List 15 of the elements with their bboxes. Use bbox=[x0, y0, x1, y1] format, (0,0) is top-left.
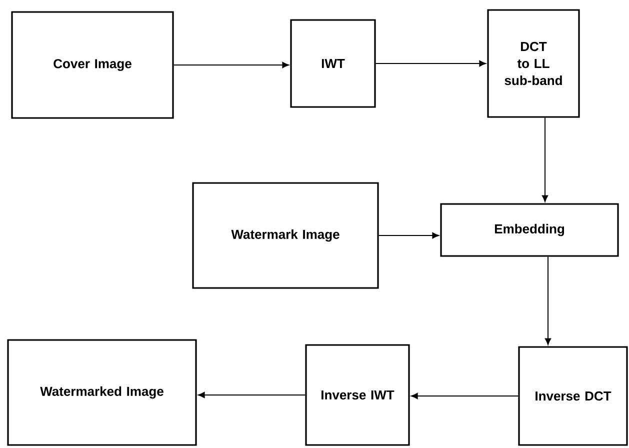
process-box: Inverse DCT bbox=[518, 346, 628, 446]
arrow bbox=[544, 256, 552, 345]
arrow bbox=[375, 60, 486, 67]
process-box: IWT bbox=[290, 19, 376, 108]
arrow bbox=[378, 232, 439, 239]
process-box: Watermark Image bbox=[192, 182, 379, 289]
arrow bbox=[173, 62, 289, 68]
process-box: Inverse IWT bbox=[305, 344, 410, 446]
arrow bbox=[542, 117, 548, 202]
arrow bbox=[198, 392, 306, 398]
process-box: Cover Image bbox=[11, 11, 174, 119]
process-box: Watermarked Image bbox=[7, 339, 197, 446]
arrow bbox=[411, 392, 519, 400]
process-box: Embedding bbox=[440, 203, 619, 257]
process-box: DCT to LL sub-band bbox=[487, 9, 580, 118]
